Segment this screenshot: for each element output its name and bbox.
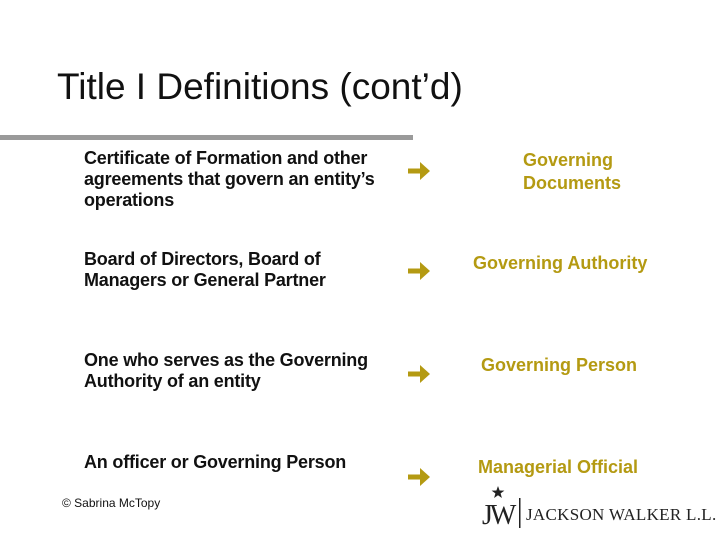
slide-title: Title I Definitions (cont’d) bbox=[57, 66, 463, 107]
definition-4: Managerial Official bbox=[478, 457, 639, 477]
term-2: Board of Directors, Board of Managers or… bbox=[84, 249, 326, 290]
right-arrow-icon bbox=[408, 468, 430, 486]
definition-2: Governing Authority bbox=[473, 253, 648, 273]
logo-text: JACKSON WALKER L.L.P. bbox=[526, 505, 716, 524]
title-underline bbox=[0, 135, 413, 140]
definition-1-line-1: Governing bbox=[523, 150, 614, 170]
right-arrow-icon bbox=[408, 365, 430, 383]
copyright-notice: © Sabrina McTopy bbox=[62, 496, 161, 510]
jackson-walker-logo: JW JACKSON WALKER L.L.P. bbox=[482, 486, 716, 531]
right-arrow-icon bbox=[408, 162, 430, 180]
right-arrow-icon bbox=[408, 262, 430, 280]
definition-3: Governing Person bbox=[481, 355, 638, 375]
logo-monogram: JW bbox=[482, 500, 517, 531]
definition-1-line-2: Documents bbox=[523, 173, 622, 193]
term-4: An officer or Governing Person bbox=[84, 452, 347, 472]
definition-1: Governing Documents bbox=[523, 149, 621, 195]
term-1: Certificate of Formation and other agree… bbox=[84, 148, 375, 210]
term-3: One who serves as the Governing Authorit… bbox=[84, 350, 368, 391]
star-icon bbox=[491, 486, 505, 498]
